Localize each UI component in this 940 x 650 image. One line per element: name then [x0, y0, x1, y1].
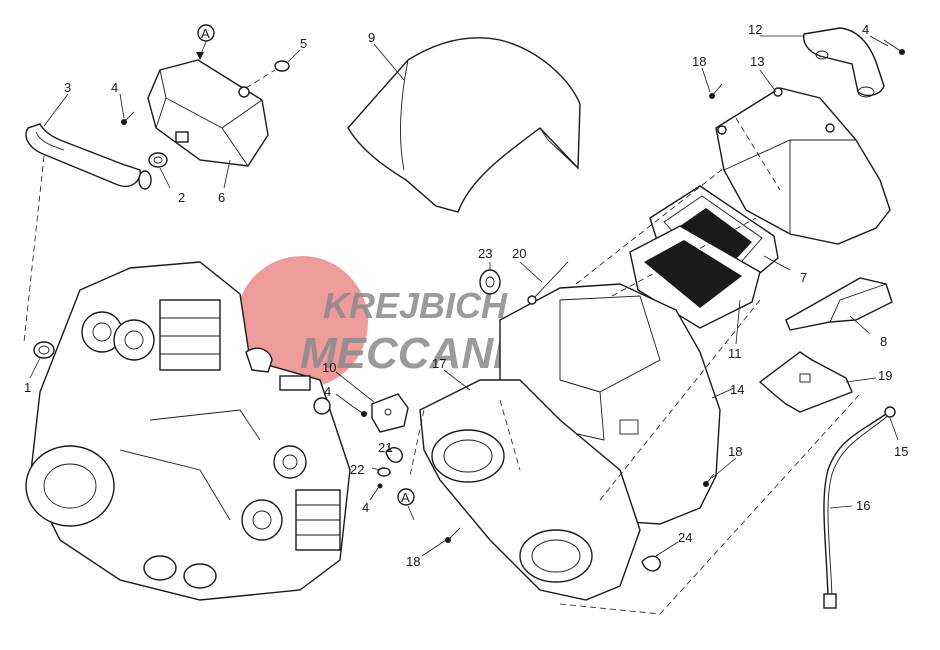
- callout-1: 1: [24, 380, 31, 395]
- part-4-screw-top-right: [883, 39, 905, 55]
- callout-6: 6: [218, 190, 225, 205]
- part-11-filter-element: [629, 225, 761, 329]
- part-21-clip: [385, 447, 403, 463]
- callout-4-d: 4: [362, 500, 369, 515]
- callout-15: 15: [894, 444, 908, 459]
- callout-4-c: 4: [324, 384, 331, 399]
- callout-9: 9: [368, 30, 375, 45]
- callout-24: 24: [678, 530, 692, 545]
- marker-A-label: A: [201, 26, 210, 41]
- part-9-cover: [347, 37, 581, 213]
- part-17-throttle-base: [419, 379, 641, 601]
- callout-labels: 1 2 3 4 4 4 4 5 6 7 8 9 10 11 12 13 14 1…: [24, 22, 908, 569]
- callout-7: 7: [800, 270, 807, 285]
- callout-22: 22: [350, 462, 364, 477]
- part-18-screw-bottom: [445, 527, 461, 543]
- callout-11: 11: [728, 346, 742, 361]
- part-18-screw-top: [709, 83, 723, 99]
- part-19-bracket: [758, 351, 853, 413]
- marker-A-label-2: A: [401, 490, 410, 505]
- part-13-airbox-lid: [715, 87, 891, 245]
- callout-10: 10: [322, 360, 336, 375]
- callout-18-c: 18: [406, 554, 420, 569]
- callout-8: 8: [880, 334, 887, 349]
- part-2-seal: [148, 152, 168, 168]
- part-12-intake-duct: [802, 27, 885, 98]
- callout-4-b: 4: [862, 22, 869, 37]
- part-20-sensor: [527, 261, 569, 305]
- part-18-screw-right: [703, 473, 715, 487]
- callout-23: 23: [478, 246, 492, 261]
- callout-14: 14: [730, 382, 744, 397]
- assembly-lines: [23, 117, 861, 615]
- callout-13: 13: [750, 54, 764, 69]
- part-4-screw-mid: [351, 405, 367, 417]
- part-23-grommet: [479, 269, 501, 295]
- callout-2: 2: [178, 190, 185, 205]
- part-24-clip: [641, 555, 661, 572]
- marker-A-bottom: A: [397, 488, 415, 521]
- callout-18-a: 18: [692, 54, 706, 69]
- part-8-side-cover: [785, 277, 893, 331]
- watermark-line1: KREJBICH: [323, 285, 508, 326]
- callout-20: 20: [512, 246, 526, 261]
- part-5-oring: [245, 60, 290, 89]
- part-3-hose: [25, 123, 152, 190]
- part-1-clamp: [33, 341, 55, 359]
- part-4-screw-top-left: [121, 111, 135, 125]
- callout-19: 19: [878, 368, 892, 383]
- engine-assembly: [25, 261, 351, 601]
- callout-18-b: 18: [728, 444, 742, 459]
- callout-3: 3: [64, 80, 71, 95]
- marker-A-top: A: [196, 24, 215, 60]
- part-16-cable: [823, 406, 896, 609]
- leader-lines: [29, 35, 899, 557]
- part-6-breather-tank: [147, 59, 269, 167]
- part-10-bracket: [371, 393, 409, 433]
- part-22-washer: [377, 467, 391, 489]
- callout-12: 12: [748, 22, 762, 37]
- callout-21: 21: [378, 440, 392, 455]
- callout-4-a: 4: [111, 80, 118, 95]
- callout-5: 5: [300, 36, 307, 51]
- callout-16: 16: [856, 498, 870, 513]
- callout-17: 17: [432, 356, 446, 371]
